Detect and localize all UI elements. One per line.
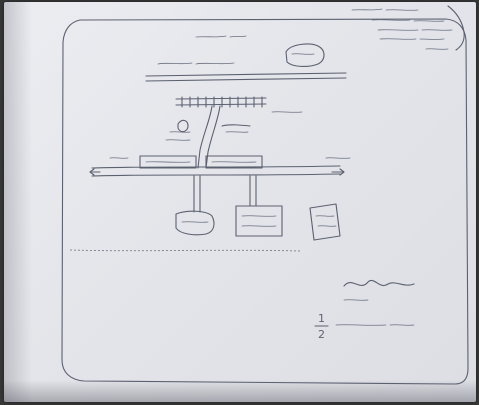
- branch-road-right: [249, 175, 257, 207]
- scale-fraction: 1 2: [314, 312, 415, 341]
- bottom-box-right: [309, 203, 341, 241]
- small-note-box: [285, 43, 325, 67]
- main-road: [89, 157, 351, 177]
- north-south-road: [197, 105, 221, 169]
- junction-marks: [165, 119, 251, 141]
- top-road: [145, 72, 347, 82]
- signature-block: [343, 280, 415, 301]
- paper-sheet: [4, 2, 476, 402]
- railway-track: [175, 96, 303, 113]
- paper-shadow-left: [4, 2, 32, 402]
- roadside-box-left: [139, 155, 197, 169]
- bottom-box-center: [235, 205, 283, 237]
- paper-fold: [69, 249, 301, 252]
- top-center-label: [157, 35, 247, 65]
- roadside-box-right: [205, 155, 263, 169]
- scale-numerator: 1: [318, 312, 325, 325]
- paper-shadow-bottom: [4, 380, 476, 402]
- top-right-note: [351, 5, 465, 51]
- branch-road-left: [193, 175, 201, 213]
- bottom-box-left: [175, 210, 215, 236]
- scale-denominator: 2: [318, 328, 325, 341]
